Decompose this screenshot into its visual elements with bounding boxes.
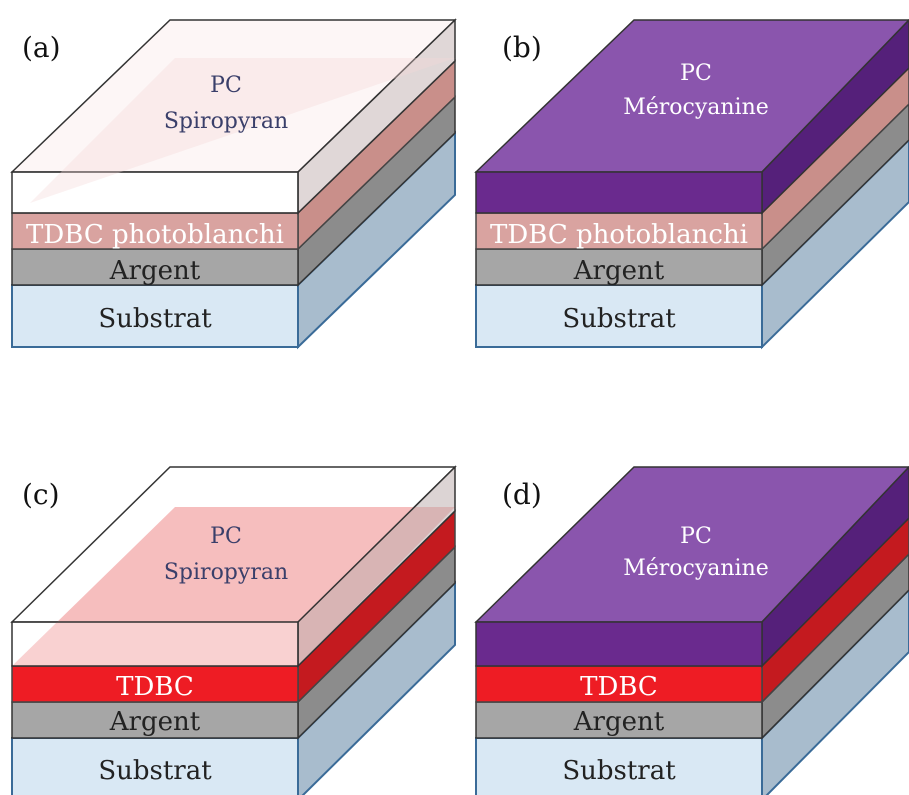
dye-label: TDBC (580, 672, 658, 702)
pc-label-line2: Spiropyran (164, 109, 288, 134)
pc-label-line1: PC (210, 73, 242, 98)
metal-front (475, 248, 763, 286)
panel-label: (b) (502, 31, 542, 64)
metal-front (11, 248, 299, 286)
substrate-label: Substrat (562, 756, 676, 786)
pc-label-line2: Mérocyanine (623, 556, 769, 581)
pc-label-line1: PC (210, 524, 242, 549)
dye-label: TDBC photoblanchi (490, 220, 748, 250)
dye-front (11, 665, 299, 703)
metal-label: Argent (573, 707, 665, 737)
pc-inner-plane (30, 58, 455, 203)
metal-front (475, 701, 763, 739)
pc-inner-plane (12, 507, 455, 666)
dye-front (475, 665, 763, 703)
pc-front (11, 171, 299, 214)
panel-label: (c) (22, 478, 60, 511)
pc-label-line1: PC (680, 524, 712, 549)
pc-front (475, 171, 763, 214)
substrate-front (475, 737, 763, 795)
panel-d: Substrat Argent TDBC (d) PC Mérocyanine (474, 465, 909, 795)
panel-a: Substrat Argent TDBC photoblanchi (a) PC… (10, 18, 457, 350)
panel-c: Substrat Argent TDBC (c) PC Spiropyran (10, 465, 457, 795)
metal-label: Argent (109, 707, 201, 737)
pc-label-line2: Mérocyanine (623, 95, 769, 120)
dye-front (11, 212, 299, 250)
panel-label: (d) (502, 478, 542, 511)
pc-front (475, 621, 763, 667)
substrate-label: Substrat (98, 304, 212, 334)
panel-label: (a) (22, 31, 61, 64)
metal-label: Argent (573, 256, 665, 286)
substrate-front (11, 737, 299, 795)
dye-label: TDBC (116, 672, 194, 702)
panel-b: Substrat Argent TDBC photoblanchi (b) PC… (474, 18, 909, 350)
metal-front (11, 701, 299, 739)
substrate-label: Substrat (562, 304, 676, 334)
pc-label-line2: Spiropyran (164, 560, 288, 585)
substrate-front (475, 284, 763, 348)
substrate-label: Substrat (98, 756, 212, 786)
substrate-front (11, 284, 299, 348)
dye-label: TDBC photoblanchi (26, 220, 284, 250)
pc-front (11, 621, 299, 667)
metal-label: Argent (109, 256, 201, 286)
pc-label-line1: PC (680, 61, 712, 86)
